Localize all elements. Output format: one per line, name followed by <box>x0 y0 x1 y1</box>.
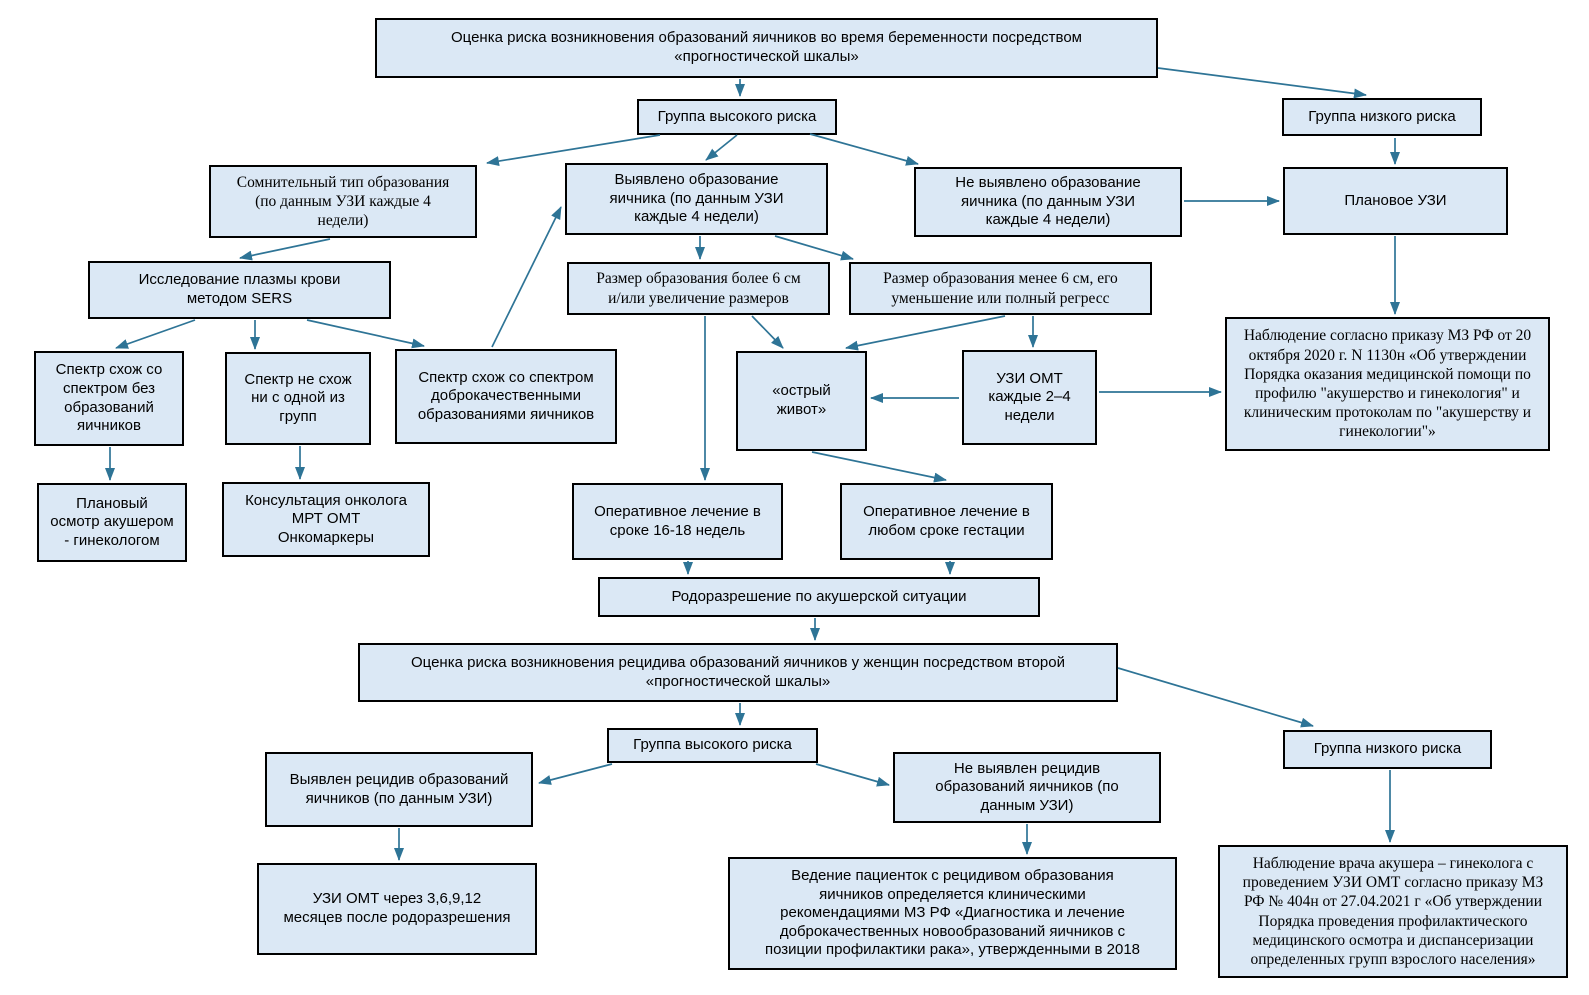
node-size_less: Размер образования менее 6 см, его умень… <box>849 262 1152 315</box>
node-exam: Плановый осмотр акушером - гинекологом <box>37 483 187 562</box>
node-surgany: Оперативное лечение в любом сроке гестац… <box>840 483 1053 560</box>
node-obs404: Наблюдение врача акушера – гинеколога с … <box>1218 845 1568 978</box>
node-management: Ведение пациенток с рецидивом образовани… <box>728 857 1177 970</box>
node-low_risk_1: Группа низкого риска <box>1282 98 1482 136</box>
node-order1130: Наблюдение согласно приказу МЗ РФ от 20 … <box>1225 317 1550 451</box>
node-uzi_after: УЗИ ОМТ через 3,6,9,12 месяцев после род… <box>257 863 537 955</box>
node-sers: Исследование плазмы крови методом SERS <box>88 261 391 319</box>
node-spec_neither: Спектр не схож ни с одной из групп <box>225 352 371 445</box>
node-relapse_no: Не выявлен рецидив образований яичников … <box>893 752 1161 823</box>
node-spec_benign: Спектр схож со спектром доброкачественны… <box>395 349 617 444</box>
node-spec_none: Спектр схож со спектром без образований … <box>34 351 184 446</box>
node-delivery: Родоразрешение по акушерской ситуации <box>598 577 1040 617</box>
node-planned_uzi: Плановое УЗИ <box>1283 167 1508 235</box>
node-detected: Выявлено образование яичника (по данным … <box>565 163 828 235</box>
node-low_risk_2: Группа низкого риска <box>1283 730 1492 769</box>
node-relapse_yes: Выявлен рецидив образований яичников (по… <box>265 752 533 827</box>
node-doubtful: Сомнительный тип образования (по данным … <box>209 165 477 238</box>
node-high_risk_2: Группа высокого риска <box>607 728 818 763</box>
node-high_risk_1: Группа высокого риска <box>637 99 837 135</box>
node-surg1618: Оперативное лечение в сроке 16-18 недель <box>572 483 783 560</box>
node-acute: «острый живот» <box>736 351 867 451</box>
node-title1: Оценка риска возникновения образований я… <box>375 18 1158 78</box>
node-not_detected: Не выявлено образование яичника (по данн… <box>914 167 1182 237</box>
node-title2: Оценка риска возникновения рецидива обра… <box>358 643 1118 702</box>
node-uzi24: УЗИ ОМТ каждые 2–4 недели <box>962 350 1097 445</box>
node-oncologist: Консультация онколога МРТ ОМТ Онкомаркер… <box>222 482 430 557</box>
node-size_more: Размер образования более 6 см и/или увел… <box>567 262 830 315</box>
